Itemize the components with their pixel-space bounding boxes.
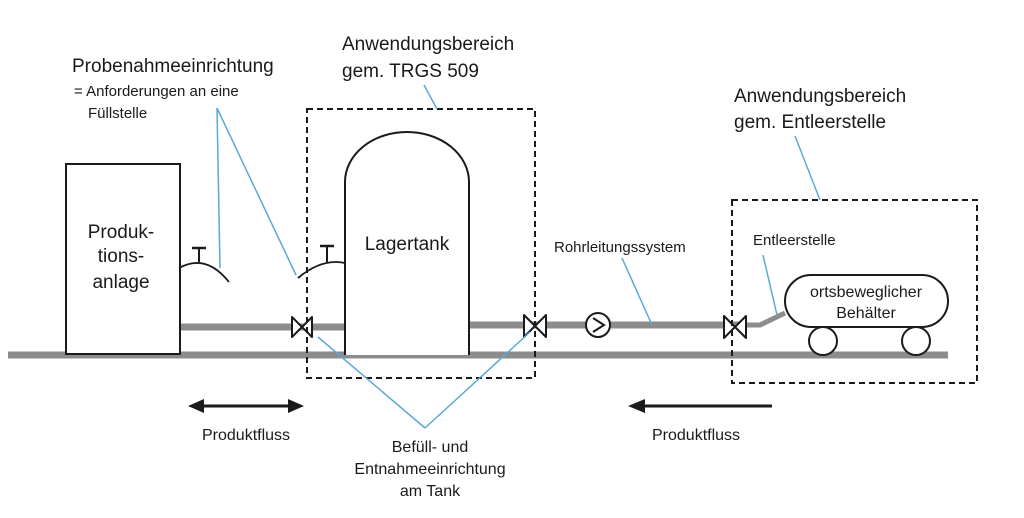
discharge-area-label-1: Anwendungsbereich	[734, 86, 906, 107]
mobile-container-label-1: ortsbeweglicher	[810, 284, 923, 301]
production-plant-label-2: tions-	[98, 246, 144, 267]
valve-icon	[723, 315, 747, 339]
pipe-to-container	[745, 310, 787, 328]
probenahme-subtitle-2: Füllstelle	[88, 105, 147, 122]
flow-arrow-left	[628, 399, 772, 413]
pump-icon	[585, 312, 611, 338]
valves-label-2: Entnahmeeinrichtung	[354, 461, 505, 478]
production-plant-label-3: anlage	[92, 272, 149, 293]
probenahme-title: Probenahmeeinrichtung	[72, 56, 274, 77]
piping-label: Rohrleitungssystem	[554, 239, 686, 256]
mobile-container-label-2: Behälter	[836, 305, 896, 322]
production-plant-label-1: Produk-	[88, 222, 155, 243]
valves-label-1: Befüll- und	[392, 439, 469, 456]
flow-arrow-bidirectional	[188, 399, 304, 413]
storage-tank-label: Lagertank	[365, 234, 450, 255]
leader-lines	[216, 84, 821, 429]
wheel	[901, 326, 931, 356]
flow-label-right: Produktfluss	[652, 427, 740, 444]
area-trgs-509	[306, 108, 536, 379]
production-plant	[65, 163, 181, 355]
discharge-point-label: Entleerstelle	[753, 232, 836, 249]
area-discharge-point	[731, 199, 978, 384]
discharge-area-label-2: gem. Entleerstelle	[734, 112, 886, 133]
trgs-area-label-2: gem. TRGS 509	[342, 61, 479, 82]
valves-label-3: am Tank	[400, 483, 461, 500]
mobile-container	[784, 274, 949, 356]
storage-tank	[344, 131, 470, 355]
trgs-area-label-1: Anwendungsbereich	[342, 34, 514, 55]
wheel	[808, 326, 838, 356]
sampling-point-2	[297, 244, 346, 279]
flow-label-left: Produktfluss	[202, 427, 290, 444]
probenahme-subtitle-1: = Anforderungen an eine	[74, 83, 239, 100]
sampling-point-1	[178, 246, 230, 283]
valve-icon	[291, 316, 313, 338]
